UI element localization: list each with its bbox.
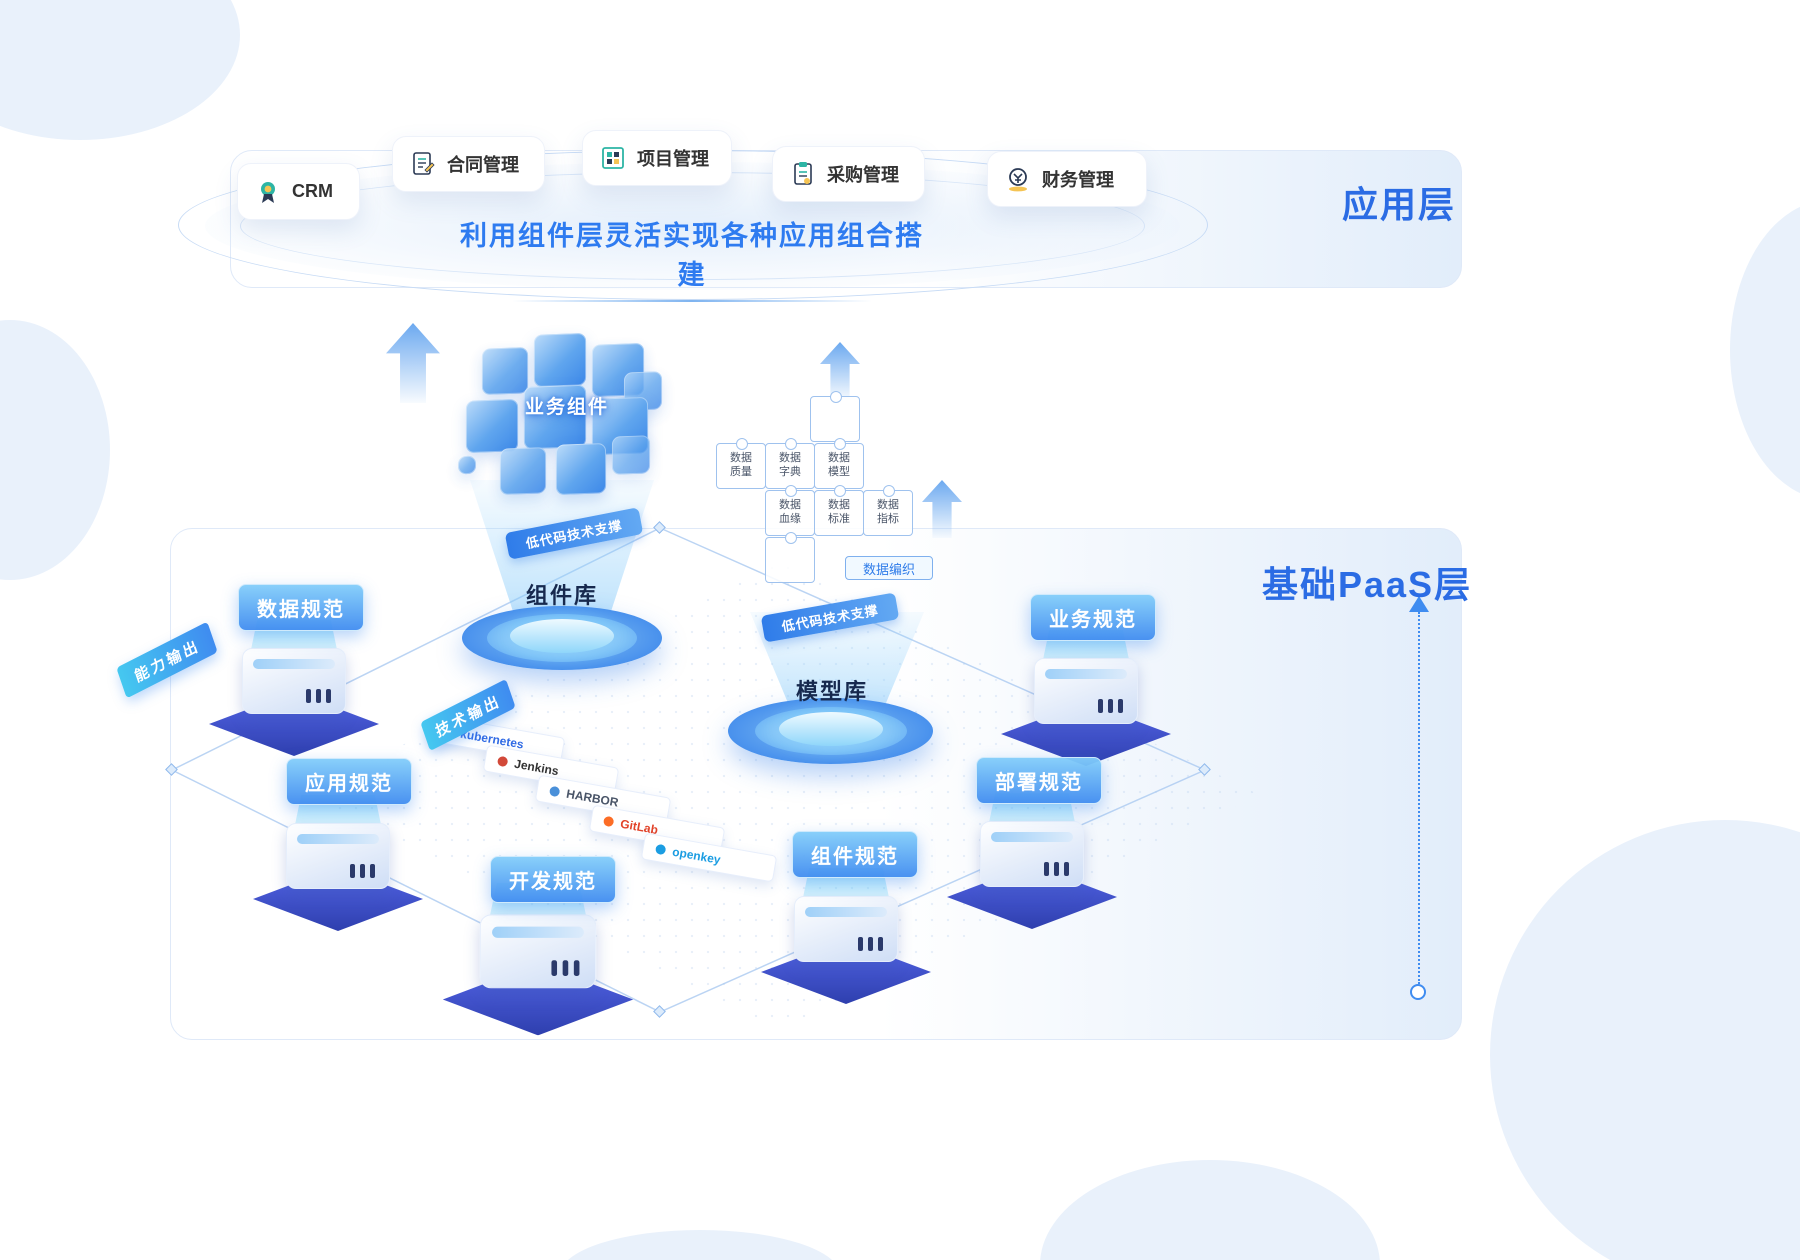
component-library-label: 组件库 <box>525 583 598 608</box>
component-cube <box>457 455 477 475</box>
puzzle-label: 数据质量 <box>730 452 752 478</box>
component-cube <box>481 347 529 395</box>
background-blob <box>1040 1160 1380 1260</box>
server-body <box>479 914 597 989</box>
puzzle-label: 数据模型 <box>828 452 850 478</box>
spec-pill-component: 组件规范 <box>792 831 918 878</box>
server-deployment-spec <box>942 793 1122 943</box>
tool-label: openkey <box>671 844 722 867</box>
guide-dotted-line <box>1418 612 1420 984</box>
spec-pill-deployment: 部署规范 <box>976 757 1102 804</box>
puzzle-piece-empty <box>810 391 860 442</box>
puzzle-piece: 数据标准 <box>814 485 864 536</box>
server-data-spec <box>204 620 384 770</box>
server-body <box>286 823 390 889</box>
server-body <box>980 821 1084 887</box>
puzzle-label: 数据指标 <box>877 499 899 525</box>
puzzle-label: 数据标准 <box>828 499 850 525</box>
background-blob <box>1730 200 1800 500</box>
model-library-label: 模型库 <box>795 679 868 704</box>
spec-pill-application: 应用规范 <box>286 758 412 805</box>
contract-icon <box>413 152 435 175</box>
app-card-label: 采购管理 <box>827 165 899 185</box>
finance-icon <box>1009 168 1027 192</box>
app-card-project[interactable]: 项目管理 <box>582 130 732 186</box>
procurement-icon <box>794 162 812 185</box>
app-card-crm[interactable]: CRM <box>237 163 360 220</box>
up-arrow-icon <box>386 323 440 403</box>
component-library-podium <box>510 619 614 653</box>
puzzle-piece-empty <box>765 532 815 583</box>
puzzle-piece: 数据模型 <box>814 438 864 489</box>
harbor-icon <box>548 785 561 797</box>
server-component-spec <box>756 868 936 1018</box>
server-application-spec <box>248 795 428 945</box>
server-body <box>1034 658 1138 724</box>
openkey-icon <box>654 843 667 855</box>
application-layer-label: 应用层 <box>1342 184 1457 225</box>
app-card-label: 项目管理 <box>637 149 709 169</box>
project-icon <box>602 147 624 169</box>
spec-pill-data: 数据规范 <box>238 584 364 631</box>
paas-layer-label: 基础PaaS层 <box>1262 564 1473 605</box>
spec-pill-business: 业务规范 <box>1030 594 1156 641</box>
puzzle-label: 数据字典 <box>779 452 801 478</box>
business-components-label: 业务组件 <box>524 397 609 418</box>
app-card-label: CRM <box>292 181 333 201</box>
component-cube <box>533 332 587 388</box>
gitlab-icon <box>602 815 615 827</box>
background-blob <box>560 1230 840 1260</box>
app-card-contract[interactable]: 合同管理 <box>392 136 545 192</box>
app-card-label: 财务管理 <box>1042 170 1114 190</box>
guide-end-dot <box>1410 984 1426 1000</box>
background-blob <box>1490 820 1800 1260</box>
puzzle-piece: 数据血缘 <box>765 485 815 536</box>
puzzle-piece: 数据质量 <box>716 438 766 489</box>
tool-label: Jenkins <box>513 756 560 778</box>
puzzle-piece: 数据指标 <box>863 485 913 536</box>
model-library-podium <box>779 712 883 746</box>
jenkins-icon <box>496 755 509 767</box>
app-card-finance[interactable]: 财务管理 <box>987 151 1147 207</box>
server-body <box>794 896 898 962</box>
tool-label: HARBOR <box>565 786 620 810</box>
background-blob <box>0 0 240 140</box>
crm-icon <box>261 181 275 203</box>
server-development-spec <box>437 883 639 1051</box>
component-cube <box>555 442 607 496</box>
puzzle-label: 数据血缘 <box>779 499 801 525</box>
background-blob <box>0 320 110 580</box>
data-fabric-tag: 数据编织 <box>845 556 933 580</box>
spec-pill-development: 开发规范 <box>490 856 616 903</box>
puzzle-piece: 数据字典 <box>765 438 815 489</box>
component-cube <box>611 435 651 475</box>
up-arrow-icon <box>820 342 860 400</box>
app-layer-headline: 利用组件层灵活实现各种应用组合搭建 <box>452 214 932 302</box>
app-card-procurement[interactable]: 采购管理 <box>772 146 925 202</box>
app-card-label: 合同管理 <box>447 155 519 175</box>
component-cube <box>499 447 547 495</box>
server-body <box>242 648 346 714</box>
